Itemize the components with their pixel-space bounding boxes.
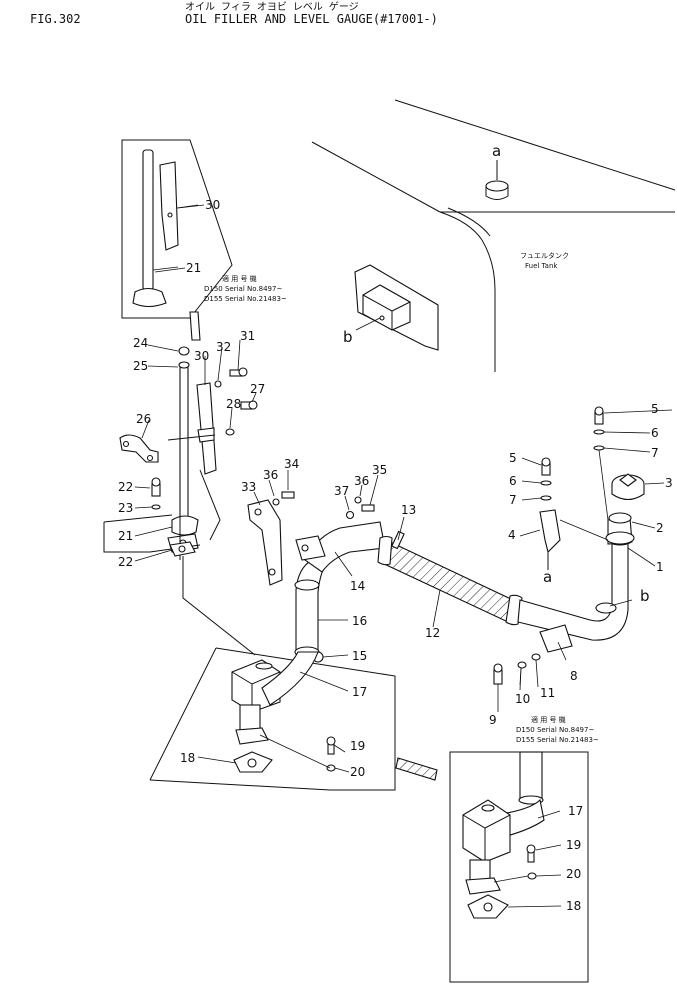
callout-19: 19 [350, 739, 365, 753]
figure-number: FIG.302 [30, 12, 81, 26]
serial-top-line2: D155 Serial No.21483~ [204, 295, 287, 303]
callout-13: 13 [401, 503, 416, 517]
bracket-33 [247, 491, 375, 586]
callout-18: 18 [180, 751, 195, 765]
callout-31: 31 [240, 329, 255, 343]
callout-labels: 30 21 24 25 31 32 30 27 28 26 22 23 21 2… [118, 142, 673, 913]
callout-1: 1 [656, 560, 664, 574]
callout-7b: 7 [651, 446, 659, 460]
callout-8: 8 [570, 669, 578, 683]
callout-17: 17 [352, 685, 367, 699]
serial-bottom-heading: 適 用 号 機 [531, 715, 566, 724]
callout-30: 30 [205, 198, 220, 212]
callout-22: 22 [118, 555, 133, 569]
elbow-17-main [149, 647, 396, 791]
fuel-tank-label: Fuel Tank [525, 262, 558, 270]
callout-5: 5 [509, 451, 517, 465]
letter-b-tank: b [343, 328, 353, 346]
callout-26: 25 [133, 359, 148, 373]
callout-10: 10 [515, 692, 530, 706]
level-gauge-assembly [103, 311, 258, 656]
fuel-tank-label-jp: フュエルタンク [520, 251, 569, 260]
letter-a-bracket: a [543, 568, 552, 586]
callout-12: 12 [425, 626, 440, 640]
serial-bottom-line2: D155 Serial No.21483~ [516, 736, 599, 744]
callout-32: 32 [216, 340, 231, 354]
callout-7: 7 [509, 493, 517, 507]
diagram-title: OIL FILLER AND LEVEL GAUGE(#17001-) [185, 12, 438, 26]
callout-24: 23 [118, 501, 133, 515]
callout-21b: 21 [118, 529, 133, 543]
callout-19b: 19 [566, 838, 581, 852]
callout-2: 2 [656, 521, 664, 535]
callout-25: 24 [133, 336, 148, 350]
leader-lines [134, 204, 673, 908]
callout-20b: 20 [566, 867, 581, 881]
serial-bottom-line1: D150 Serial No.8497~ [516, 726, 594, 734]
callout-30b: 30 [194, 349, 209, 363]
serial-top-line1: D150 Serial No.8497~ [204, 285, 282, 293]
callout-35: 35 [372, 463, 387, 477]
fuel-tank-outline [311, 99, 676, 372]
callout-23: 22 [118, 480, 133, 494]
callout-5b: 5 [651, 402, 659, 416]
callout-14: 14 [350, 579, 365, 593]
callout-18b: 18 [566, 899, 581, 913]
callout-34: 34 [284, 457, 299, 471]
callout-27: 26 [136, 412, 151, 426]
dipstick-inset [121, 139, 233, 319]
callout-29: 28 [226, 397, 241, 411]
serial-top-heading: 適 用 号 機 [222, 274, 257, 283]
callout-33: 33 [241, 480, 256, 494]
title-japanese: オイル フィラ オヨビ レベル ゲージ [185, 2, 359, 13]
elbow-inset [449, 751, 589, 983]
callout-36: 36 [263, 468, 278, 482]
callout-4: 4 [508, 528, 516, 542]
callout-37: 37 [334, 484, 349, 498]
callout-9: 9 [489, 713, 497, 727]
callout-36b: 36 [354, 474, 369, 488]
callout-6: 6 [509, 474, 517, 488]
notes: フュエルタンク Fuel Tank 適 用 号 機 D150 Serial No… [204, 251, 599, 744]
callout-6b: 6 [651, 426, 659, 440]
tank-bracket-b [354, 264, 439, 351]
callout-15: 15 [352, 649, 367, 663]
filler-pipe-assembly [294, 406, 645, 685]
callout-20: 20 [350, 765, 365, 779]
callout-11: 11 [540, 686, 555, 700]
callout-17b: 17 [568, 804, 583, 818]
callout-3: 3 [665, 476, 673, 490]
letter-b-pipe: b [640, 587, 650, 605]
callout-28: 27 [250, 382, 265, 396]
letter-a-tank: a [492, 142, 501, 160]
callout-21: 21 [186, 261, 201, 275]
callout-16: 16 [352, 614, 367, 628]
